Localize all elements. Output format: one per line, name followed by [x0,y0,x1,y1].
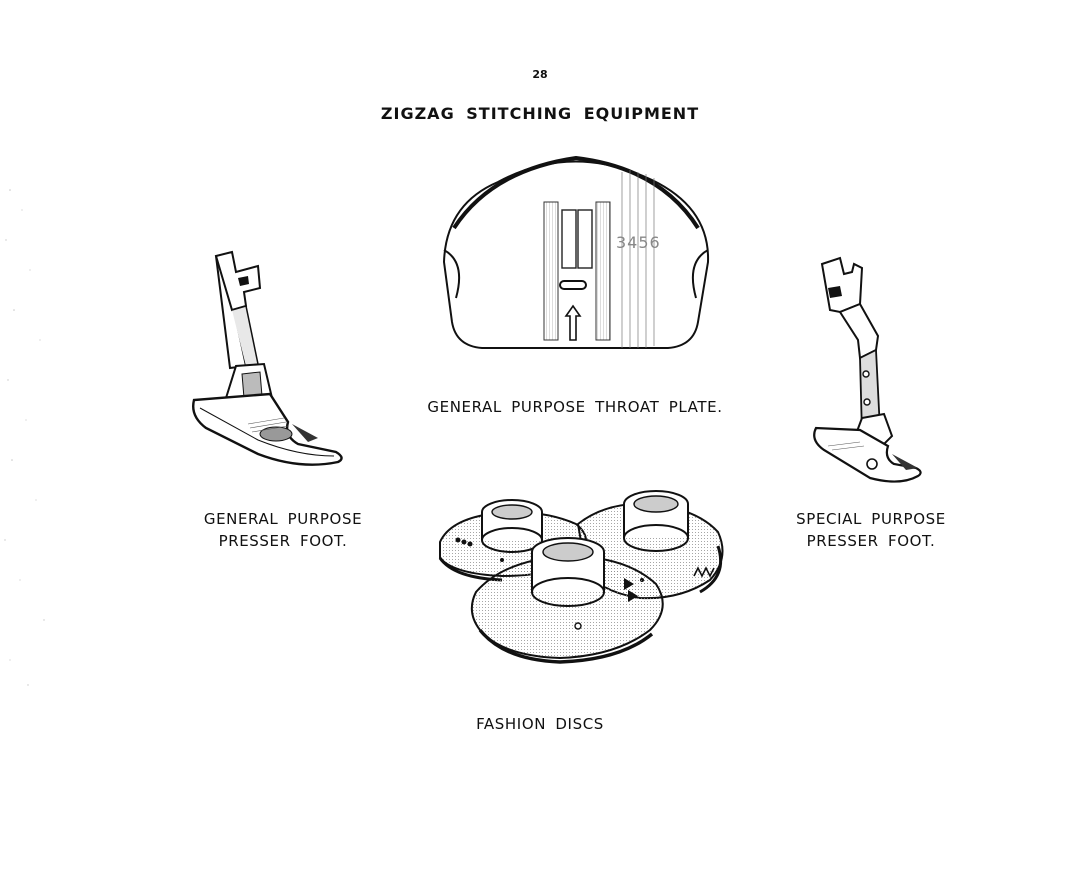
special-presser-foot-caption: SPECIAL PURPOSE PRESSER FOOT. [756,508,986,552]
special-presser-foot-caption-line1: SPECIAL PURPOSE [796,510,946,528]
fashion-disc-front [470,537,664,664]
special-presser-foot-caption-line2: PRESSER FOOT. [806,532,936,550]
general-presser-foot-caption-line2: PRESSER FOOT. [218,532,348,550]
page-number: 28 [532,68,548,81]
general-presser-foot-caption: GENERAL PURPOSE PRESSER FOOT. [168,508,398,552]
special-presser-foot-illustration [813,256,922,483]
plate-marking: 3456 [616,233,661,252]
fashion-discs-illustration [438,490,724,664]
page-title: ZIGZAG STITCHING EQUIPMENT [380,104,700,123]
throat-plate-illustration: 3456 [442,155,710,349]
throat-plate-caption: GENERAL PURPOSE THROAT PLATE. [427,398,723,416]
general-presser-foot-illustration [192,250,343,466]
general-presser-foot-caption-line1: GENERAL PURPOSE [203,510,363,528]
fashion-discs-caption: FASHION DISCS [476,715,604,733]
fashion-disc-left [438,499,587,582]
scan-specks [4,189,45,686]
